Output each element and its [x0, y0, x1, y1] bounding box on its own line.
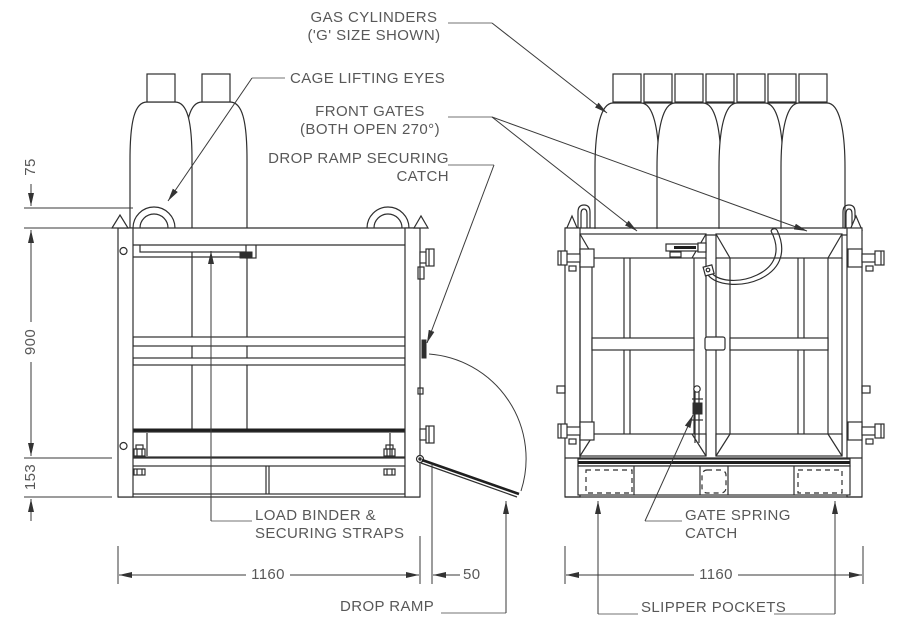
gas-cylinder-side-front	[129, 73, 193, 430]
strap-bolt	[383, 444, 396, 457]
label-front-gates-line2: (BOTH OPEN 270°)	[300, 121, 440, 138]
bolt-hole	[119, 246, 128, 256]
drop-ramp-securing-catch-hw	[417, 248, 435, 280]
gate-hinge	[847, 421, 885, 445]
dimension-lines	[24, 184, 864, 584]
gate-hinge	[847, 248, 885, 272]
label-load-binder: LOAD BINDER & SECURING STRAPS	[255, 507, 404, 543]
label-gas-cylinders-line2: ('G' SIZE SHOWN)	[307, 27, 441, 44]
label-gate-spring-line2: CATCH	[685, 525, 738, 542]
front-base	[565, 457, 862, 498]
side-mid-rail-upper	[132, 336, 406, 347]
front-view	[556, 73, 885, 498]
leader-gas-cylinders	[491, 22, 608, 114]
label-securing-catch-line1: DROP RAMP SECURING	[268, 150, 449, 167]
latch-tab	[417, 387, 424, 395]
side-frame	[110, 213, 430, 498]
leader-gate-spring-catch	[644, 414, 694, 522]
front-right-upright	[846, 227, 863, 498]
leader-front-gate-left	[491, 116, 638, 232]
label-gas-cylinders: GAS CYLINDERS ('G' SIZE SHOWN)	[299, 9, 449, 45]
label-securing-catch-line2: CATCH	[396, 168, 449, 185]
slipper-pocket-center	[701, 469, 727, 494]
bolt-hole	[119, 441, 128, 451]
lifting-eye	[577, 204, 591, 228]
latch-tab	[556, 385, 566, 394]
side-top-rail	[116, 227, 422, 246]
gate-spring-catch-hw	[692, 385, 703, 443]
strap-bolt	[133, 444, 146, 457]
front-gate-left	[579, 233, 707, 457]
drop-ramp-swing-arc	[428, 353, 527, 492]
label-gate-spring-line1: GATE SPRING	[685, 507, 791, 524]
label-front-gates-line1: FRONT GATES	[315, 103, 425, 120]
label-load-binder-line1: LOAD BINDER &	[255, 507, 377, 524]
label-front-gates: FRONT GATES (BOTH OPEN 270°)	[295, 103, 445, 139]
label-drop-ramp: DROP RAMP	[340, 598, 435, 615]
center-latch-plate	[704, 336, 726, 351]
gate-hinge	[557, 421, 595, 445]
dim-75: 75	[22, 158, 39, 176]
gas-cylinders-front-row	[594, 73, 846, 232]
securing-strap-beam	[132, 431, 406, 458]
corner-gusset	[412, 214, 430, 229]
lifting-eye	[132, 206, 176, 229]
label-load-binder-line2: SECURING STRAPS	[255, 525, 405, 542]
front-gate-right	[715, 233, 843, 457]
catch-strike	[421, 339, 427, 359]
corner-gusset	[110, 213, 130, 229]
side-right-upright	[404, 227, 421, 498]
side-mid-rail-lower	[132, 357, 406, 366]
leader-securing-catch	[426, 164, 495, 344]
dim-50: 50	[463, 566, 481, 583]
slipper-pocket	[585, 469, 633, 494]
side-view	[110, 73, 527, 498]
leader-front-gate-right	[491, 116, 808, 232]
label-slipper-pockets: SLIPPER POCKETS	[641, 599, 787, 616]
dim-1160-front: 1160	[699, 566, 733, 583]
ramp-hinge-bolt	[419, 425, 435, 444]
front-left-upright	[564, 227, 581, 498]
gate-hinge	[557, 248, 595, 272]
gate-pin-lanyard	[702, 228, 783, 285]
drop-ramp-open	[415, 353, 527, 498]
latch-tab	[861, 385, 871, 394]
label-gate-spring-catch: GATE SPRING CATCH	[685, 507, 791, 543]
dim-153: 153	[22, 463, 39, 491]
side-base	[118, 457, 420, 498]
label-drop-ramp-securing-catch: DROP RAMP SECURING CATCH	[268, 150, 449, 186]
dim-900: 900	[22, 328, 39, 356]
gate-latch-plate	[697, 242, 707, 253]
label-cage-lifting-eyes: CAGE LIFTING EYES	[290, 70, 446, 87]
lifting-eye	[842, 204, 856, 228]
side-left-upright	[117, 227, 134, 498]
label-gas-cylinders-line1: GAS CYLINDERS	[310, 9, 438, 26]
dim-1160-side: 1160	[251, 566, 285, 583]
leader-lines	[167, 22, 838, 615]
gas-cylinder-side-rear	[184, 73, 248, 430]
leader-lifting-eyes	[167, 77, 253, 202]
slipper-pocket	[797, 469, 843, 494]
lifting-eye	[366, 206, 410, 229]
